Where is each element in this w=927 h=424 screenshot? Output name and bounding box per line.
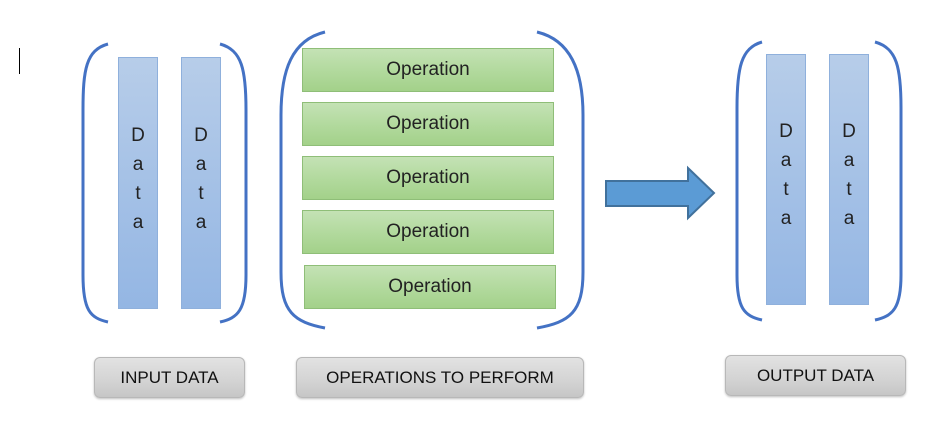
output-data-column-2: D a t a [829, 54, 869, 305]
operation-box: Operation [302, 210, 554, 254]
input-data-label[interactable]: INPUT DATA [94, 357, 245, 398]
output-data-label[interactable]: OUTPUT DATA [725, 355, 906, 396]
data-letter: a [780, 150, 792, 171]
operation-box: Operation [302, 102, 554, 146]
data-letter: t [846, 179, 852, 200]
operation-box: Operation [302, 156, 554, 200]
input-right-bracket [219, 42, 248, 324]
data-letter: a [132, 154, 144, 175]
data-letter: a [195, 212, 207, 233]
operations-label[interactable]: OPERATIONS TO PERFORM [296, 357, 584, 398]
input-data-column-1: D a t a [118, 57, 158, 309]
data-letter: a [843, 208, 855, 229]
data-letter: a [780, 208, 792, 229]
data-letter: D [131, 125, 145, 146]
input-data-column-2: D a t a [181, 57, 221, 309]
operation-box: Operation [304, 265, 556, 309]
text-cursor [19, 48, 20, 74]
data-letter: t [783, 179, 789, 200]
data-letter: D [779, 121, 793, 142]
data-letter: D [194, 125, 208, 146]
data-letter: D [842, 121, 856, 142]
output-right-bracket [874, 40, 903, 322]
data-letter: t [198, 183, 204, 204]
data-letter: a [132, 212, 144, 233]
output-data-column-1: D a t a [766, 54, 806, 305]
operation-box: Operation [302, 48, 554, 92]
input-left-bracket [81, 42, 109, 324]
right-arrow-icon [605, 165, 716, 221]
data-letter: t [135, 183, 141, 204]
data-letter: a [195, 154, 207, 175]
output-left-bracket [735, 40, 763, 322]
data-letter: a [843, 150, 855, 171]
